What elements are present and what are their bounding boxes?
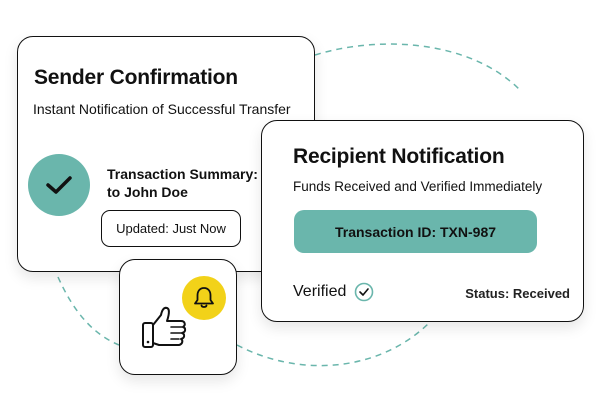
check-icon [28,154,90,216]
sender-card-subtitle: Instant Notification of Successful Trans… [33,101,291,117]
thumbs-up-icon [142,306,187,348]
recipient-card-title: Recipient Notification [293,145,505,168]
transaction-summary-line1: Transaction Summary: S [107,166,272,182]
transaction-id-button[interactable]: Transaction ID: TXN-987 [294,210,537,253]
sender-card-title: Sender Confirmation [34,66,238,89]
updated-badge: Updated: Just Now [101,210,241,247]
thumbs-up-bell-card [119,259,237,375]
verified-label: Verified [293,283,347,300]
check-circle-icon [354,282,374,302]
transaction-summary-line2: to John Doe [107,184,188,200]
recipient-notification-card: Recipient Notification Funds Received an… [261,120,584,322]
status-text: Status: Received [465,286,570,301]
verified-status: Verified [293,282,374,302]
bell-icon [182,276,226,320]
transaction-summary: Transaction Summary: S to John Doe [107,165,307,201]
recipient-card-subtitle: Funds Received and Verified Immediately [293,179,543,194]
